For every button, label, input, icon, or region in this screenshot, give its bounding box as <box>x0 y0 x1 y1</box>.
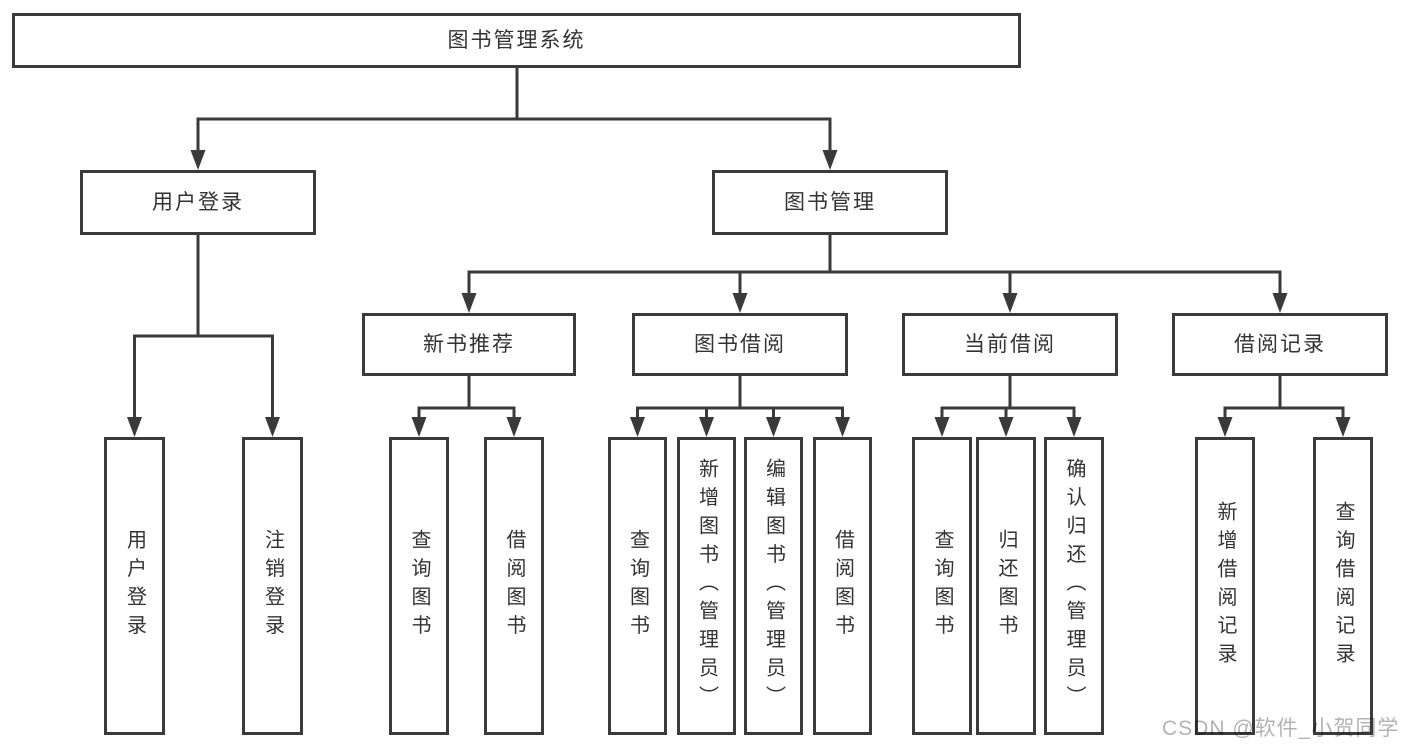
node-leaf-logout: 注销登录 <box>242 437 303 735</box>
node-user-login: 用户登录 <box>80 170 316 235</box>
node-leaf-borrow-books: 借阅图书 <box>813 437 872 735</box>
node-leaf-query-books-borrowing: 查询图书 <box>608 437 667 735</box>
node-borrowing-records: 借阅记录 <box>1172 313 1388 376</box>
node-leaf-add-borrow-record: 新增借阅记录 <box>1195 437 1255 735</box>
node-leaf-borrow-books-recommend: 借阅图书 <box>484 437 544 735</box>
node-leaf-query-borrow-record: 查询借阅记录 <box>1313 437 1373 735</box>
node-leaf-confirm-return-admin: 确认归还（管理员） <box>1044 437 1104 735</box>
node-current-borrowing: 当前借阅 <box>902 313 1118 376</box>
node-leaf-user-login: 用户登录 <box>104 437 165 735</box>
node-library-management-system: 图书管理系统 <box>12 13 1021 68</box>
node-leaf-query-books-current: 查询图书 <box>912 437 972 735</box>
node-book-management: 图书管理 <box>712 170 948 235</box>
node-new-book-recommend: 新书推荐 <box>362 313 576 376</box>
node-book-borrowing: 图书借阅 <box>632 313 848 376</box>
csdn-watermark: CSDN @软件_小贺同学 <box>1162 717 1400 740</box>
node-leaf-return-books: 归还图书 <box>976 437 1036 735</box>
node-leaf-add-books-admin: 新增图书（管理员） <box>677 437 736 735</box>
node-leaf-query-books-recommend: 查询图书 <box>389 437 449 735</box>
node-leaf-edit-books-admin: 编辑图书（管理员） <box>744 437 803 735</box>
